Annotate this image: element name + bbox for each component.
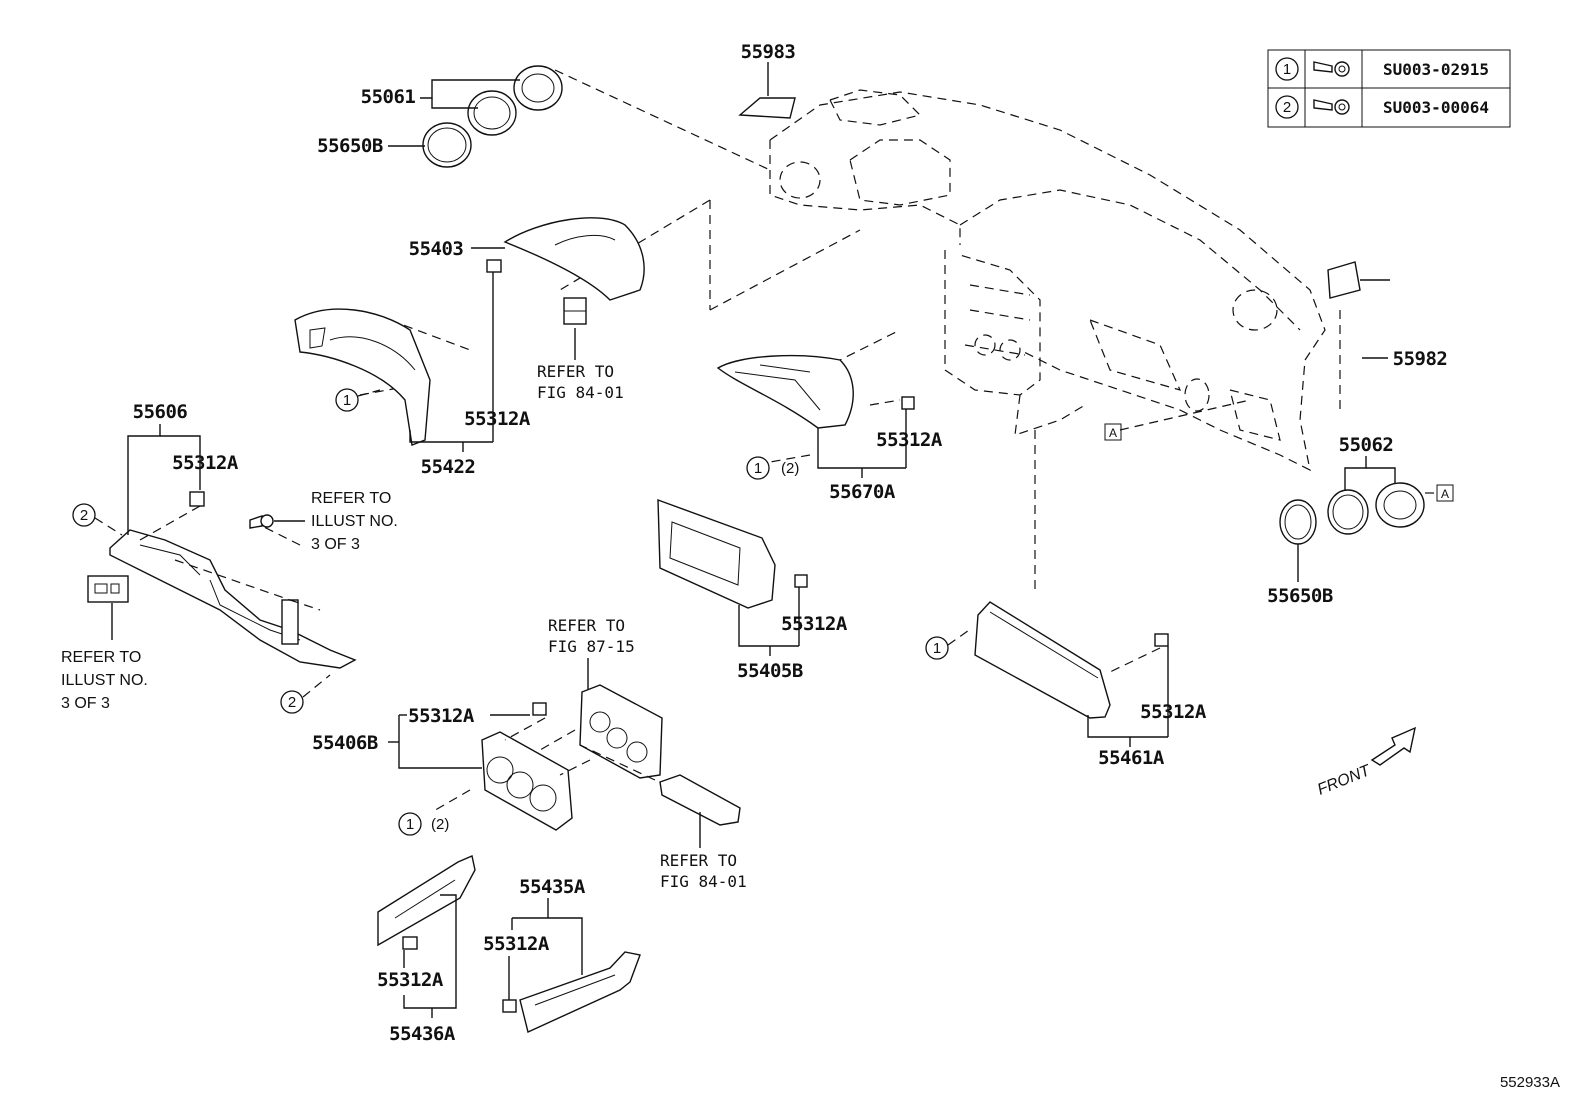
part-55461a-glovebox: 1 55312A 55461A [925,601,1207,769]
label-55461a: 55461A [1098,747,1165,769]
label-55312a-trimA: 55312A [483,933,550,955]
part-55403-hood: 55403 [409,217,645,301]
label-55312a-hvac: 55312A [408,705,475,727]
instrument-panel-outline [769,89,1326,472]
ref-illust-left-line1: REFER TO [61,649,141,666]
part-hvac-control-unit: REFER TO FIG 87-15 [548,616,663,779]
part-55670a-vent: 1 (2) 55312A 55670A [716,354,943,503]
legend-marker-1: 1 [1283,61,1291,78]
label-55312a-vent: 55312A [876,429,943,451]
label-55670a: 55670A [829,481,896,503]
part-55650b-ring-right: 55650B [1267,499,1333,607]
ref-84-01-top-line1: REFER TO [537,362,614,381]
ref-84-01-bottom-line2: FIG 84-01 [660,872,747,891]
label-55982: 55982 [1393,348,1448,370]
part-55406b-panel: 55312A 55406B 1 (2) [312,702,656,836]
front-arrow-icon: FRONT [1315,726,1416,799]
ref-illust-left-line3: 3 OF 3 [61,695,110,712]
marker-1-glove: 1 [933,640,941,657]
part-55606-lower-cover: 55606 55312A 2 2 [72,401,357,714]
part-55983-cover: 55983 [738,41,796,119]
label-55436a: 55436A [389,1023,456,1045]
label-55406b: 55406B [312,732,378,754]
box-a-label-2: A [1441,487,1449,501]
ref-illust-right-line2: ILLUST NO. [311,513,398,530]
box-a-label-1: A [1109,426,1117,440]
screw-icon [249,515,263,529]
label-55405b: 55405B [737,660,803,682]
screw-icon [1313,61,1350,77]
marker-1-gauge: 1 [343,392,351,409]
marker-1-vent: 1 [754,460,762,477]
label-55422: 55422 [421,456,476,478]
label-55983: 55983 [741,41,796,63]
ref-illust-right-line3: 3 OF 3 [311,536,360,553]
switch-illust-left: REFER TO ILLUST NO. 3 OF 3 [61,575,148,712]
marker-1-hvac: 1 [406,816,414,833]
label-55312a-bezel: 55312A [781,613,848,635]
part-hvac-switch-strip: REFER TO FIG 84-01 [659,774,747,891]
explode-lines [359,69,1341,590]
marker-2-left-bottom: 2 [288,694,296,711]
fastener-legend: 1 2 SU003-02915 SU003-00064 [1267,49,1511,128]
part-55435a-trim: 55435A 55312A [483,876,641,1033]
part-55982-cap: 55982 [1327,261,1448,370]
label-55062: 55062 [1339,434,1394,456]
ref-87-15-line1: REFER TO [548,616,625,635]
label-55312a-glove: 55312A [1140,701,1207,723]
refer-fig-84-01-top: REFER TO FIG 84-01 [537,328,624,402]
ref-illust-right-line1: REFER TO [311,490,391,507]
legend-part-2: SU003-00064 [1383,98,1489,117]
screw-illust-right: REFER TO ILLUST NO. 3 OF 3 [249,490,398,553]
label-55650b-top: 55650B [317,135,383,157]
label-55312a-lower: 55312A [172,452,239,474]
ref-84-01-bottom-line1: REFER TO [660,851,737,870]
ref-illust-left-line2: ILLUST NO. [61,672,148,689]
marker-2-left-top: 2 [80,507,88,524]
legend-marker-2: 2 [1283,99,1291,116]
figure-code: 552933A [1500,1074,1560,1091]
label-55606: 55606 [133,401,188,423]
label-55312a-trimB: 55312A [377,969,444,991]
marker-paren2-vent: (2) [781,460,799,477]
part-55436a-trim: 55312A 55436A [377,855,476,1045]
screw-icon [1313,99,1350,115]
label-55435a: 55435A [519,876,586,898]
ref-87-15-line2: FIG 87-15 [548,637,635,656]
part-55405b-bezel: 55312A 55405B [657,498,848,682]
ref-84-01-top-line2: FIG 84-01 [537,383,624,402]
label-55312a-gauge: 55312A [464,408,531,430]
marker-paren2-hvac: (2) [431,816,449,833]
box-a-dash: A [1104,423,1122,441]
label-55061: 55061 [361,86,416,108]
part-55650b-ring-top: 55650B [317,122,472,168]
part-55062-vent-right: A 55062 [1327,434,1454,535]
part-55061-vent: 55061 [361,65,563,136]
switch-component [563,297,587,325]
label-55650b-right: 55650B [1267,585,1333,607]
label-55403: 55403 [409,238,464,260]
part-55422-surround: 1 55312A 55422 [294,259,531,478]
front-label: FRONT [1315,762,1374,799]
legend-part-1: SU003-02915 [1383,60,1489,79]
